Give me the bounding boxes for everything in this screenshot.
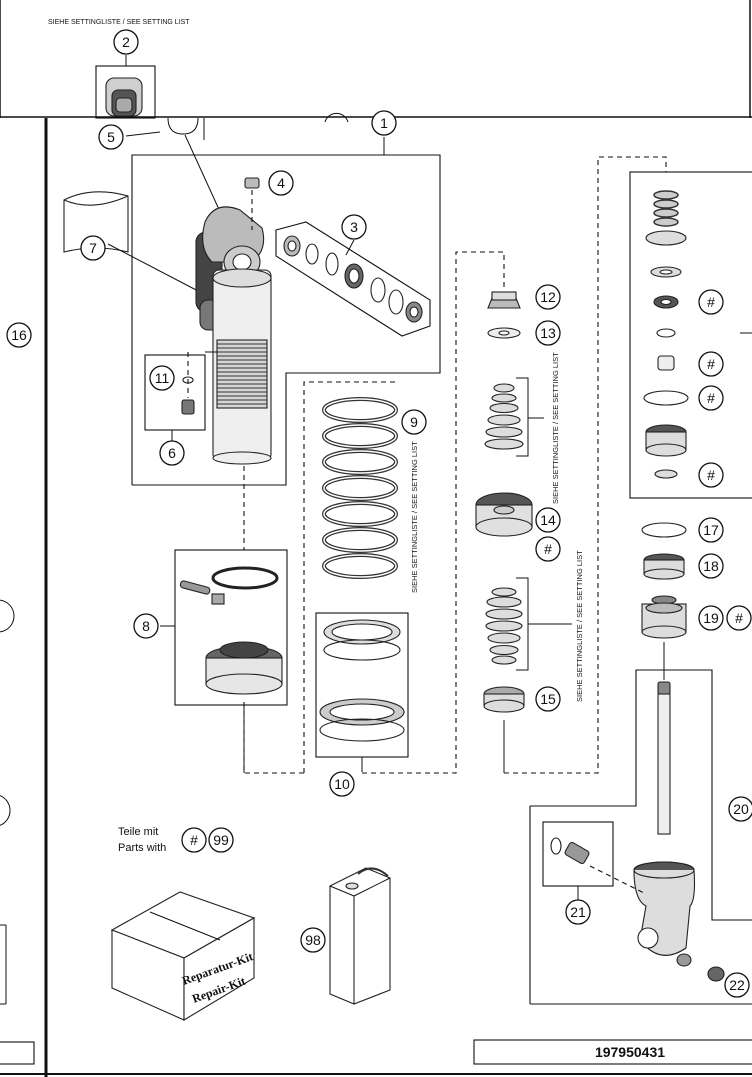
middle-stack: SIEHE SETTINGLISTE / SEE SETTING LIST SI… bbox=[362, 156, 667, 774]
callout-11: 11 bbox=[149, 365, 175, 391]
legend-line-1: Teile mit bbox=[118, 826, 158, 838]
part-9-spring: SIEHE SETTINGLISTE / SEE SETTING LIST bbox=[303, 381, 419, 773]
callout-hash-a: # bbox=[698, 289, 724, 315]
svg-text:22: 22 bbox=[729, 977, 745, 993]
callout-20: 20 bbox=[728, 796, 752, 822]
callout-16: 16 bbox=[6, 322, 32, 348]
left-panel-footer-box bbox=[0, 1041, 35, 1065]
document-number-box: 197950431 bbox=[473, 1039, 752, 1065]
svg-text:14: 14 bbox=[540, 512, 556, 528]
callout-98: 98 bbox=[300, 927, 326, 953]
svg-text:19: 19 bbox=[703, 610, 719, 626]
body-thread bbox=[217, 343, 267, 405]
callout-22: 22 bbox=[724, 972, 750, 998]
callout-13: 13 bbox=[535, 320, 561, 346]
legend-line-2: Parts with bbox=[118, 842, 166, 854]
callout-5: 5 bbox=[98, 124, 124, 150]
callout-8: 8 bbox=[133, 613, 159, 639]
callout-14: 14 bbox=[535, 507, 561, 533]
oil-can bbox=[329, 867, 391, 1005]
legend: Teile mit Parts with bbox=[118, 826, 166, 854]
spring-setting-note: SIEHE SETTINGLISTE / SEE SETTING LIST bbox=[410, 441, 419, 593]
setting-note-top: SIEHE SETTINGLISTE / SEE SETTING LIST bbox=[48, 19, 190, 26]
part-7-cover bbox=[63, 191, 201, 293]
svg-text:21: 21 bbox=[570, 904, 586, 920]
repair-kit-box: Reparatur-Kit Repair-Kit bbox=[110, 891, 256, 1021]
svg-text:7: 7 bbox=[89, 240, 97, 256]
svg-text:2: 2 bbox=[122, 34, 130, 50]
right-lower-parts bbox=[641, 522, 687, 639]
callout-19: 19 bbox=[698, 605, 724, 631]
callout-2: 2 bbox=[113, 29, 139, 55]
svg-text:#: # bbox=[707, 294, 715, 310]
svg-text:1: 1 bbox=[380, 115, 388, 131]
part-21-valve-box bbox=[542, 821, 647, 900]
part-2-reservoir-cap bbox=[95, 55, 156, 119]
svg-text:#: # bbox=[707, 356, 715, 372]
svg-text:98: 98 bbox=[305, 932, 321, 948]
svg-text:12: 12 bbox=[540, 289, 556, 305]
callout-7: 7 bbox=[80, 235, 106, 261]
svg-text:9: 9 bbox=[410, 414, 418, 430]
part-4-screw bbox=[244, 177, 260, 230]
svg-text:10: 10 bbox=[334, 776, 350, 792]
part-3-seal-set bbox=[275, 221, 431, 337]
svg-text:13: 13 bbox=[540, 325, 556, 341]
part-22-bushing bbox=[676, 953, 725, 982]
svg-text:#: # bbox=[707, 390, 715, 406]
part-1-frame bbox=[131, 113, 441, 486]
svg-text:15: 15 bbox=[540, 691, 556, 707]
callout-hash-c: # bbox=[698, 385, 724, 411]
callout-17: 17 bbox=[698, 517, 724, 543]
svg-text:16: 16 bbox=[11, 327, 27, 343]
callout-hash-d: # bbox=[698, 462, 724, 488]
callout-15: 15 bbox=[535, 686, 561, 712]
callouts: 1 2 3 4 5 6 7 8 9 10 11 12 13 14 # 15 16… bbox=[6, 29, 752, 998]
callout-18: 18 bbox=[698, 553, 724, 579]
callout-14-hash: # bbox=[535, 536, 561, 562]
svg-text:17: 17 bbox=[703, 522, 719, 538]
document-number: 197950431 bbox=[595, 1044, 665, 1060]
part-5-piece bbox=[125, 117, 223, 217]
svg-text:#: # bbox=[544, 541, 552, 557]
svg-text:#: # bbox=[190, 832, 198, 848]
piston-rod-assembly bbox=[529, 642, 752, 1005]
callout-99: 99 bbox=[208, 827, 234, 853]
callout-3: 3 bbox=[341, 214, 367, 240]
svg-text:8: 8 bbox=[142, 618, 150, 634]
svg-text:20: 20 bbox=[733, 801, 749, 817]
callout-1: 1 bbox=[371, 110, 397, 136]
part-8-adjuster-box bbox=[160, 549, 288, 773]
svg-text:3: 3 bbox=[350, 219, 358, 235]
upper-stack-setting-note: SIEHE SETTINGLISTE / SEE SETTING LIST bbox=[551, 352, 560, 504]
callout-12: 12 bbox=[535, 284, 561, 310]
left-panel-edges bbox=[0, 118, 752, 1077]
svg-text:#: # bbox=[735, 610, 743, 626]
part-10-retainer-box bbox=[243, 612, 409, 774]
svg-text:18: 18 bbox=[703, 558, 719, 574]
callout-21: 21 bbox=[565, 899, 591, 925]
svg-text:6: 6 bbox=[168, 445, 176, 461]
svg-text:#: # bbox=[707, 467, 715, 483]
part-6-valve-box bbox=[144, 351, 218, 441]
callout-legend-hash: # bbox=[181, 827, 207, 853]
callout-4: 4 bbox=[268, 170, 294, 196]
svg-text:11: 11 bbox=[155, 370, 170, 386]
svg-text:5: 5 bbox=[107, 129, 115, 145]
callout-6: 6 bbox=[159, 440, 185, 466]
callout-19-hash: # bbox=[726, 605, 752, 631]
right-top-box bbox=[629, 171, 752, 499]
svg-text:4: 4 bbox=[277, 175, 285, 191]
callout-hash-b: # bbox=[698, 351, 724, 377]
lower-stack-setting-note: SIEHE SETTINGLISTE / SEE SETTING LIST bbox=[575, 550, 584, 702]
shock-body bbox=[195, 206, 272, 550]
svg-text:99: 99 bbox=[213, 832, 229, 848]
callout-10: 10 bbox=[329, 771, 355, 797]
callout-9: 9 bbox=[401, 409, 427, 435]
